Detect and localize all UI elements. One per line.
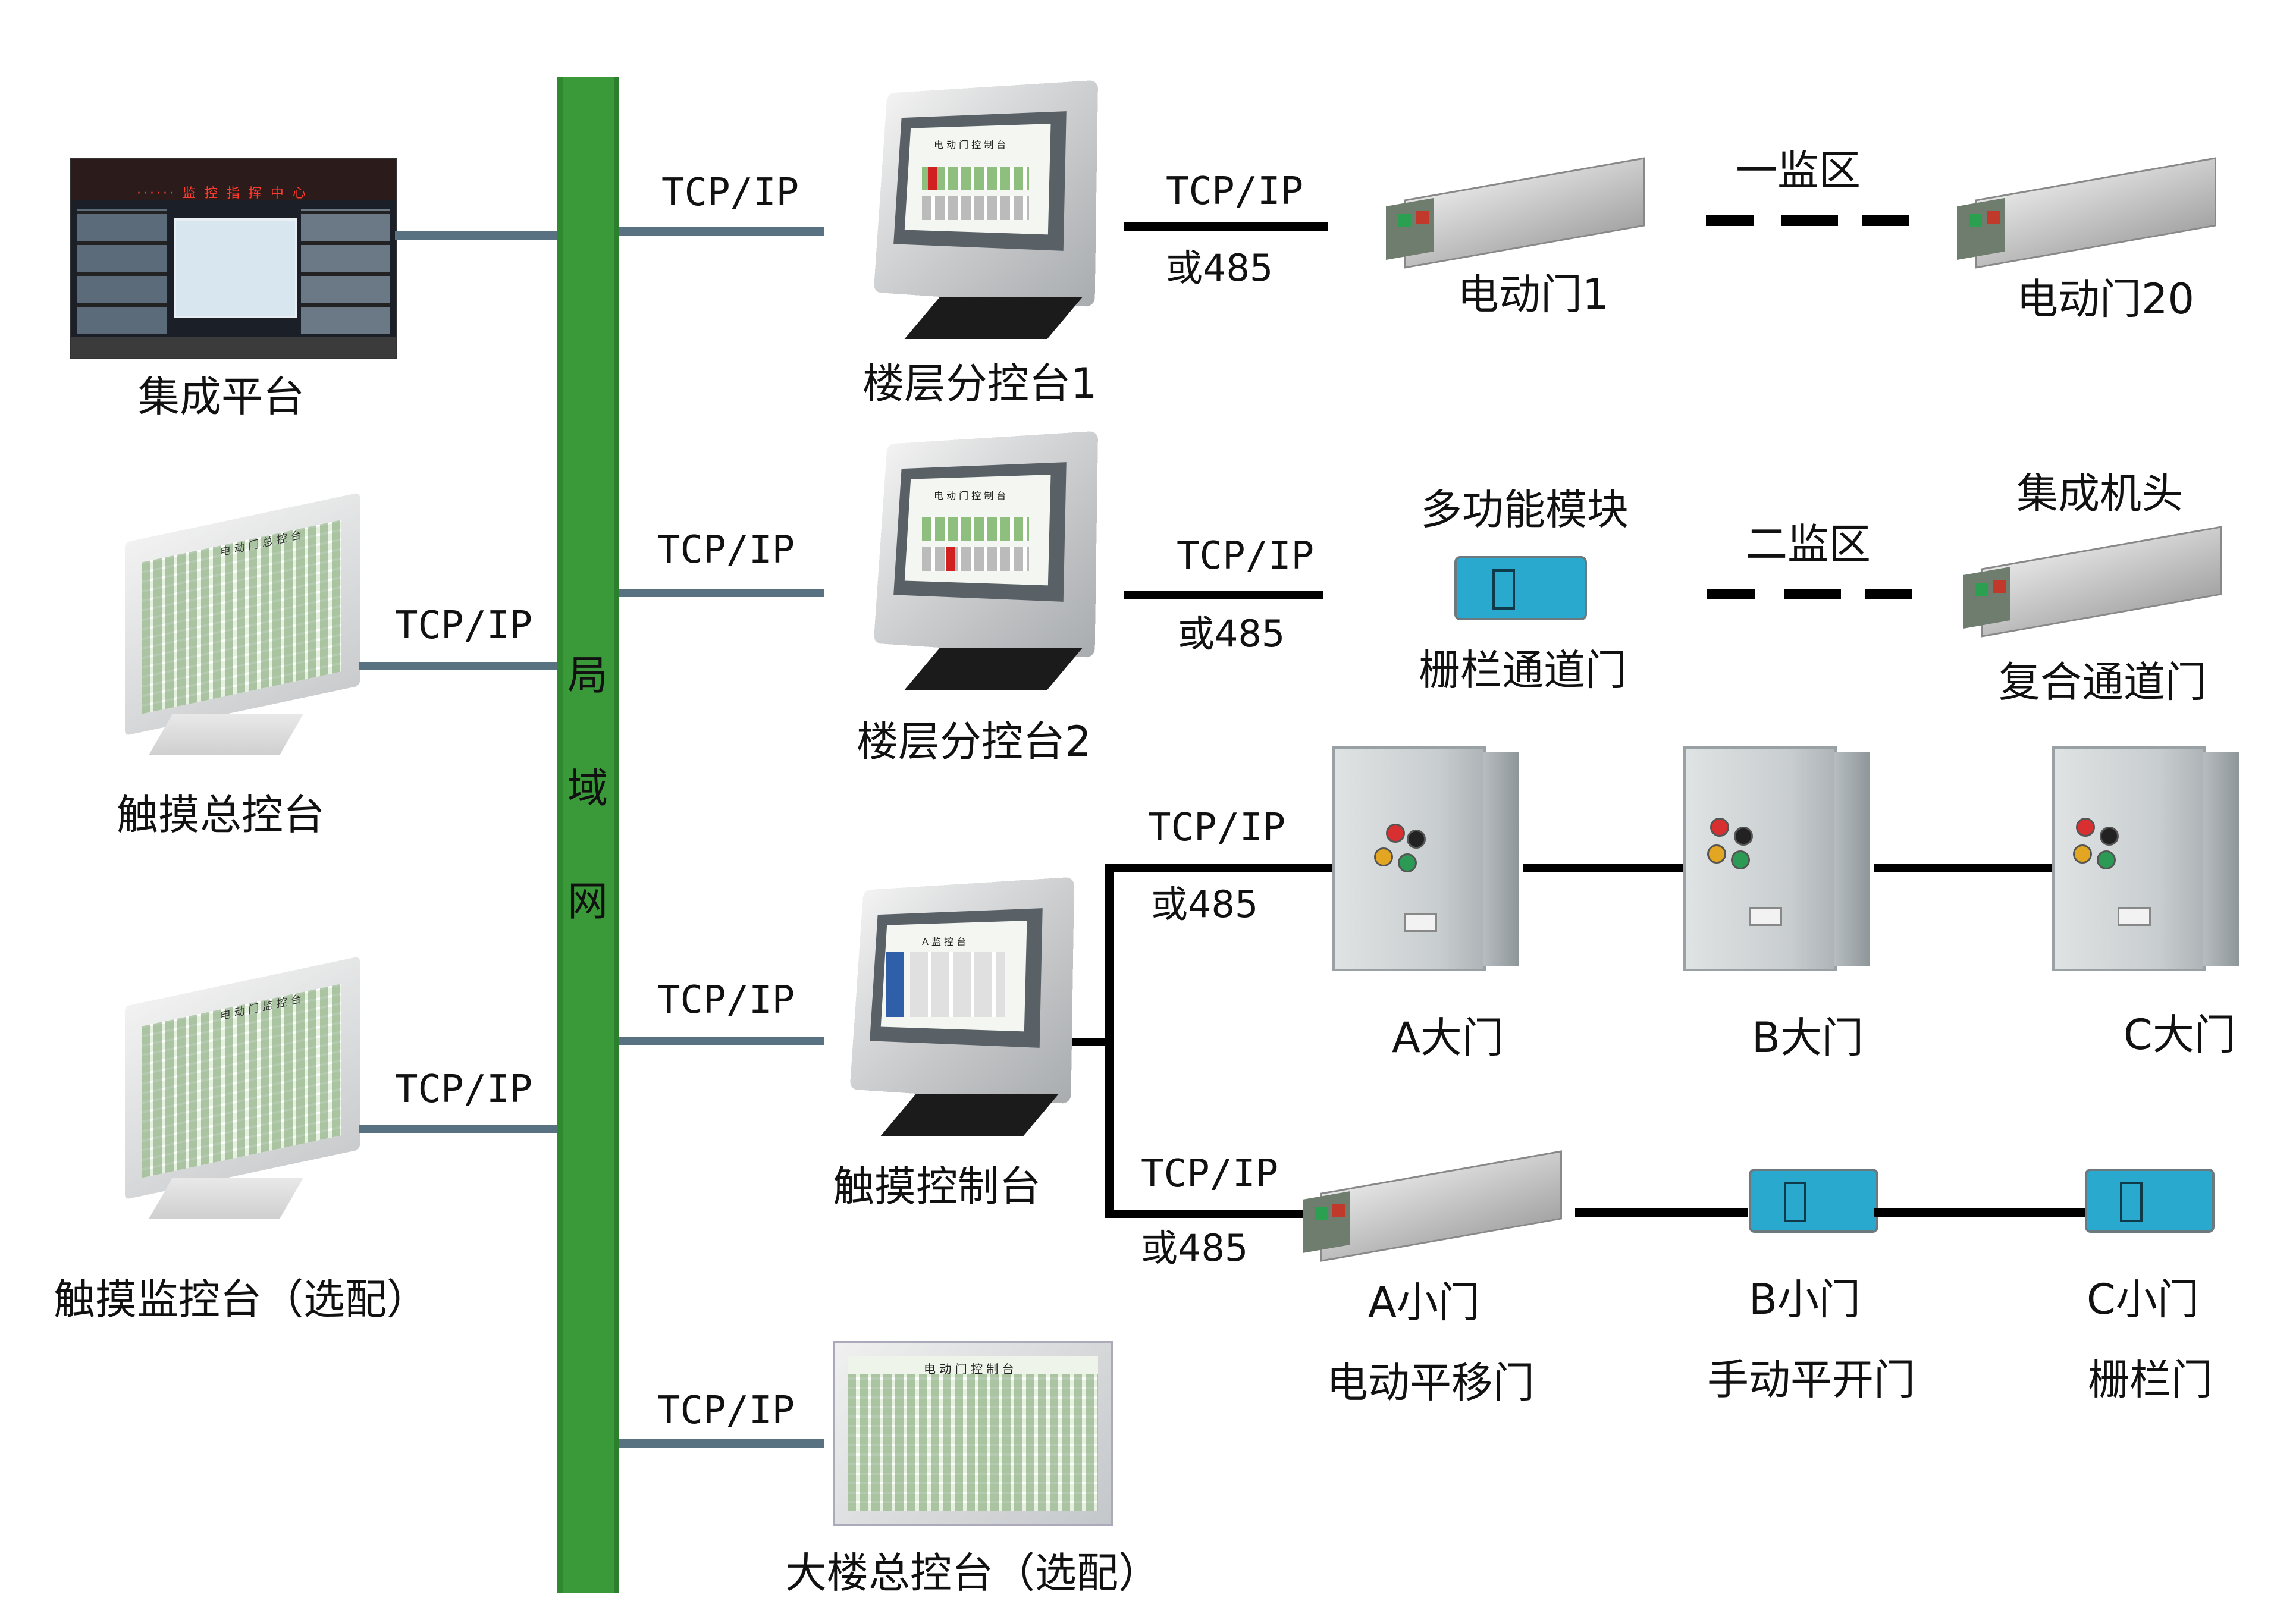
gate-a-cabinet — [1332, 734, 1529, 972]
zone1-dash — [1862, 215, 1909, 226]
zone2-dash — [1865, 589, 1912, 599]
zone1-dash — [1781, 215, 1838, 226]
floor2-controller: 电 动 门 控 制 台 — [845, 434, 1106, 696]
floor2-protocol-top: TCP/IP — [1177, 537, 1314, 575]
integrated-head-label: 集成机头 — [2016, 473, 2183, 514]
small-door-a-actuator — [1297, 1148, 1570, 1267]
floor1-device-link — [1124, 222, 1328, 231]
zone2-label: 二监区 — [1746, 523, 1871, 565]
small-door-c-type: 栅栏门 — [2088, 1359, 2213, 1401]
floor1-bus-link — [619, 227, 824, 236]
floor2-bus-link — [619, 589, 824, 597]
building-master-panel: 电 动 门 控 制 台 — [833, 1341, 1113, 1526]
platform-link — [395, 231, 557, 240]
touch-master-monitor: 电 动 门 总 控 台 — [125, 476, 363, 761]
platform-label: 集成平台 — [138, 376, 305, 417]
electric-door-1-actuator — [1380, 155, 1654, 274]
gate-c-cabinet — [2052, 734, 2248, 972]
multifunction-module — [1454, 556, 1587, 620]
touch-ctrl-bus-protocol: TCP/IP — [657, 981, 795, 1019]
floor1-controller: 电 动 门 控 制 台 — [845, 83, 1106, 345]
gate-b-cabinet — [1683, 734, 1880, 972]
barrier-channel-door-label: 栅栏通道门 — [1419, 649, 1627, 691]
floor1-protocol-bottom: 或485 — [1166, 250, 1273, 287]
floor2-bus-protocol: TCP/IP — [657, 531, 795, 569]
big-door-link-ab — [1523, 864, 1686, 872]
touch-master-label: 触摸总控台 — [117, 794, 325, 836]
floor1-bus-protocol: TCP/IP — [661, 174, 799, 212]
big-door-link-a — [1105, 864, 1338, 872]
floor2-screen-title: 电 动 门 控 制 台 — [934, 488, 1006, 502]
touch-ctrl-controller: A 监 控 台 — [821, 880, 1083, 1142]
building-bus-link — [619, 1439, 824, 1448]
big-door-protocol-top: TCP/IP — [1148, 809, 1285, 847]
small-door-a-label: A小门 — [1368, 1282, 1480, 1323]
building-screen-title: 电 动 门 控 制 台 — [924, 1360, 1014, 1377]
building-master-label: 大楼总控台（选配） — [785, 1552, 1160, 1594]
electric-door-20-actuator — [1951, 155, 2225, 274]
gate-b-label: B大门 — [1752, 1017, 1864, 1059]
electric-door-20-label: 电动门20 — [2016, 278, 2194, 320]
integrated-platform-image: ······ 监 控 指 挥 中 心 — [70, 158, 397, 359]
touch-master-protocol: TCP/IP — [395, 607, 532, 645]
platform-banner-text: ······ 监 控 指 挥 中 心 — [137, 183, 308, 202]
touch-monitor-monitor: 电 动 门 监 控 台 — [125, 940, 363, 1225]
big-door-protocol-bottom: 或485 — [1151, 886, 1258, 923]
floor2-protocol-bottom: 或485 — [1178, 616, 1285, 652]
lan-bus: 局 域 网 — [557, 77, 619, 1593]
gate-c-label: C大门 — [2124, 1014, 2236, 1056]
touch-monitor-label: 触摸监控台（选配） — [54, 1279, 428, 1320]
small-door-link-bc — [1874, 1208, 2085, 1217]
integrated-head-actuator — [1957, 523, 2231, 642]
touch-ctrl-trunk — [1105, 864, 1114, 1218]
small-door-c-module — [2085, 1169, 2215, 1233]
gate-a-label: A大门 — [1392, 1017, 1504, 1059]
small-door-c-label: C小门 — [2087, 1279, 2199, 1320]
zone1-label: 一监区 — [1736, 150, 1861, 191]
small-door-protocol-bottom: 或485 — [1141, 1230, 1248, 1267]
small-door-link-ab — [1575, 1208, 1748, 1217]
floor1-screen-title: 电 动 门 控 制 台 — [934, 137, 1006, 151]
touch-monitor-link — [359, 1125, 557, 1133]
composite-channel-door-label: 复合通道门 — [1999, 661, 2207, 703]
lan-label-char: 网 — [557, 868, 619, 927]
touch-ctrl-bus-link — [619, 1037, 824, 1045]
lan-label-char: 域 — [557, 755, 619, 814]
small-door-protocol-top: TCP/IP — [1141, 1155, 1278, 1193]
electric-door-1-label: 电动门1 — [1457, 274, 1609, 315]
small-door-b-label: B小门 — [1749, 1279, 1861, 1320]
floor1-protocol-top: TCP/IP — [1166, 172, 1303, 211]
zone1-dash — [1706, 215, 1754, 226]
zone2-dash — [1707, 589, 1755, 599]
multifunction-module-label: 多功能模块 — [1420, 489, 1629, 530]
zone2-dash — [1784, 589, 1841, 599]
touch-ctrl-label: 触摸控制台 — [833, 1166, 1041, 1207]
floor2-device-link — [1124, 591, 1323, 599]
lan-label-char: 局 — [557, 642, 619, 701]
floor1-controller-label: 楼层分控台1 — [862, 363, 1097, 404]
building-bus-protocol: TCP/IP — [657, 1392, 795, 1430]
big-door-link-bc — [1874, 864, 2055, 872]
small-door-b-module — [1749, 1169, 1878, 1233]
small-door-link-a — [1105, 1210, 1303, 1218]
touch-ctrl-stub — [1072, 1038, 1110, 1046]
floor2-controller-label: 楼层分控台2 — [857, 721, 1091, 762]
small-door-a-type: 电动平移门 — [1326, 1362, 1535, 1404]
touch-monitor-protocol: TCP/IP — [395, 1070, 532, 1109]
touch-ctrl-screen-title: A 监 控 台 — [922, 934, 966, 948]
touch-master-link — [359, 662, 557, 670]
small-door-b-type: 手动平开门 — [1707, 1359, 1915, 1401]
